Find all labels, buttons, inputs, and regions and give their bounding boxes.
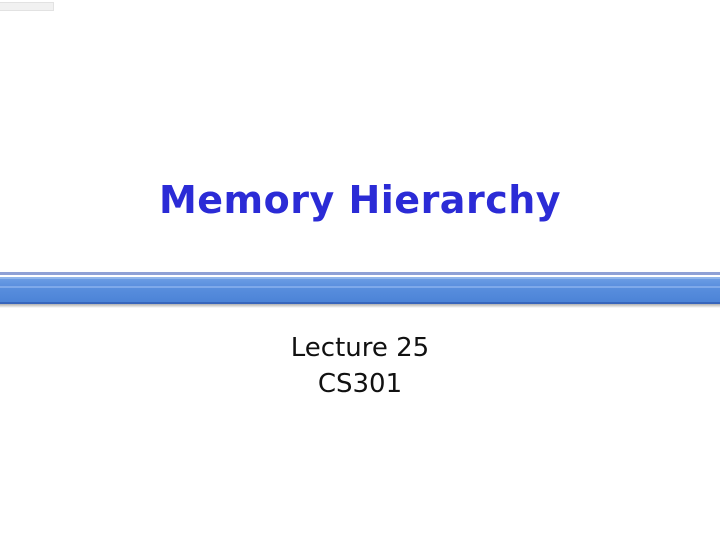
band-top-line [0, 272, 720, 275]
decorative-band [0, 272, 720, 308]
band-bar [0, 277, 720, 304]
band-shadow [0, 304, 720, 308]
band-highlight [0, 286, 720, 288]
subtitle-course: CS301 [317, 369, 403, 399]
band-gap [0, 275, 720, 277]
slide-subtitle: Lecture 25 CS301 [0, 330, 720, 402]
corner-tab [0, 2, 54, 11]
slide-title: Memory Hierarchy [158, 178, 562, 222]
subtitle-lecture: Lecture 25 [290, 333, 430, 363]
